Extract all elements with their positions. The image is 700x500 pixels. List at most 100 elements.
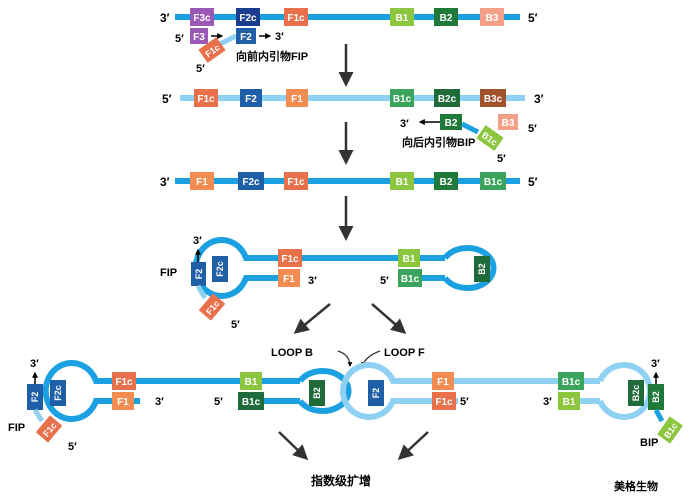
row4-left-loop <box>192 237 270 299</box>
primer-F3 <box>190 28 208 44</box>
row4-F1c-label: F1c <box>281 254 299 265</box>
row3-B1-label: B1 <box>396 177 409 188</box>
row4-right-loop <box>442 245 497 291</box>
loop-b-label: LOOP B <box>271 347 313 359</box>
row4-fip-F2-label: F2 <box>194 269 204 280</box>
watermark-text: 美格生物 <box>614 479 658 493</box>
row4-F1-label: F1 <box>283 274 295 285</box>
row2-bip-prime-5-right: 5′ <box>528 123 537 135</box>
row5l-F1 <box>112 392 134 410</box>
row4-fip-label: FIP <box>160 267 177 279</box>
row3-F1 <box>190 172 214 190</box>
row2-F2-label: F2 <box>245 94 257 105</box>
row5r-B1 <box>558 392 580 410</box>
row4-B1c-label: B1c <box>401 274 420 285</box>
row2-B1c-label: B1c <box>393 94 412 105</box>
row5r-bip-B2 <box>648 384 664 410</box>
row2-left-prime: 5′ <box>162 92 172 106</box>
primer-F3-label: F3 <box>193 32 205 43</box>
row5l-B1-label: B1 <box>245 377 258 388</box>
row5-right-structure: F2 F1 F1c 5′ B1c B1 3′ B2c 3′ B2 B1c BIP <box>340 358 683 449</box>
row2-B2c-label: B2c <box>438 94 457 105</box>
row4-F1 <box>278 269 300 287</box>
row2-primer-B3 <box>498 114 518 130</box>
box-B1 <box>390 8 414 26</box>
row2-F1c-label: F1c <box>197 94 215 105</box>
row5r-B2c <box>628 380 644 406</box>
row4-B2 <box>474 256 490 282</box>
row5r-F2-label: F2 <box>371 388 381 399</box>
box-F1c-label: F1c <box>287 13 305 24</box>
row3-B1c <box>480 172 506 190</box>
row5r-F1c-prime: 5′ <box>460 396 469 408</box>
row4-F2c <box>212 256 228 282</box>
row3-B2-label: B2 <box>440 177 453 188</box>
row2-bip-tail <box>460 121 480 135</box>
row2-bip-prime-5-bottom: 5′ <box>497 153 506 165</box>
row1-right-prime: 5′ <box>528 11 538 25</box>
row3-left-prime: 3′ <box>160 175 170 189</box>
row5l-F2c-label: F2c <box>53 385 63 401</box>
row2-B1c <box>390 89 414 107</box>
primer-F2 <box>236 28 256 44</box>
arrow-4-right <box>371 303 407 334</box>
row5l-B1c <box>238 392 264 410</box>
row2-bip-prime-3: 3′ <box>400 118 409 130</box>
loop-b-arrow <box>337 350 353 367</box>
box-B3-label: B3 <box>486 13 499 24</box>
box-B1-label: B1 <box>396 13 409 24</box>
row4-fip-prime-5: 5′ <box>231 319 240 331</box>
box-B2 <box>434 8 458 26</box>
row5l-F1-prime: 3′ <box>155 396 164 408</box>
row5l-F1c <box>112 372 136 390</box>
row5r-B1-prime: 3′ <box>543 396 552 408</box>
row3-F2c-label: F2c <box>242 177 260 188</box>
row4-B1c <box>398 269 422 287</box>
row4-B2-label: B2 <box>477 263 487 275</box>
row5l-fip-F2 <box>27 384 43 410</box>
box-B2-label: B2 <box>440 13 453 24</box>
row3-strand: 3′ 5′ F1 F2c F1c B1 B2 B1c <box>160 172 538 190</box>
row5r-B2c-label: B2c <box>631 385 641 402</box>
row2-F1c <box>194 89 218 107</box>
row4-B1 <box>398 249 420 267</box>
row4-fip-F2 <box>191 262 206 286</box>
row5l-fip-tail <box>32 408 45 423</box>
row5r-bip-prime-3: 3′ <box>651 358 660 370</box>
row5l-fip-prime-3: 3′ <box>30 358 39 370</box>
row5l-fip-label: FIP <box>8 422 25 434</box>
row5r-bip-label: BIP <box>640 437 658 449</box>
row5l-B2 <box>309 380 325 406</box>
arrow-4-left <box>293 303 331 334</box>
row5r-B1c-label: B1c <box>562 377 581 388</box>
row1-left-prime: 3′ <box>160 11 170 25</box>
row5l-B1c-label: B1c <box>242 397 261 408</box>
row2-F1 <box>286 89 308 107</box>
row3-F1c <box>284 172 308 190</box>
row1-template: 3′ 5′ F3c F2c F1c B1 B2 B3 5′ F3 F2 3′ F… <box>160 8 538 75</box>
row5l-fip-prime-5: 5′ <box>68 441 77 453</box>
row5r-F1 <box>432 372 454 390</box>
row5r-B1-label: B1 <box>563 397 576 408</box>
row3-B1 <box>390 172 414 190</box>
row5r-B1c <box>558 372 584 390</box>
row3-F1-label: F1 <box>196 177 208 188</box>
arrow-5-left <box>278 431 309 461</box>
row5r-left-loop <box>340 362 415 420</box>
box-F1c <box>284 8 308 26</box>
bip-caption: 向后内引物BIP <box>402 135 475 149</box>
row3-F2c <box>238 172 264 190</box>
row3-B1c-label: B1c <box>484 177 503 188</box>
row5l-right-loop <box>297 368 352 414</box>
arrow-5-right <box>397 431 429 461</box>
row2-F1-label: F1 <box>291 94 303 105</box>
row5l-B1 <box>240 372 262 390</box>
row5l-left-loop <box>42 360 120 422</box>
row5r-F1c <box>432 392 456 410</box>
row4-fip-tail <box>195 284 208 300</box>
row2-primer-B1c-tilted: B1c <box>476 125 504 151</box>
row2-primer-B2-label: B2 <box>445 118 458 129</box>
row4-F1-prime: 3′ <box>308 275 317 287</box>
row5l-B1c-prime: 5′ <box>214 396 223 408</box>
